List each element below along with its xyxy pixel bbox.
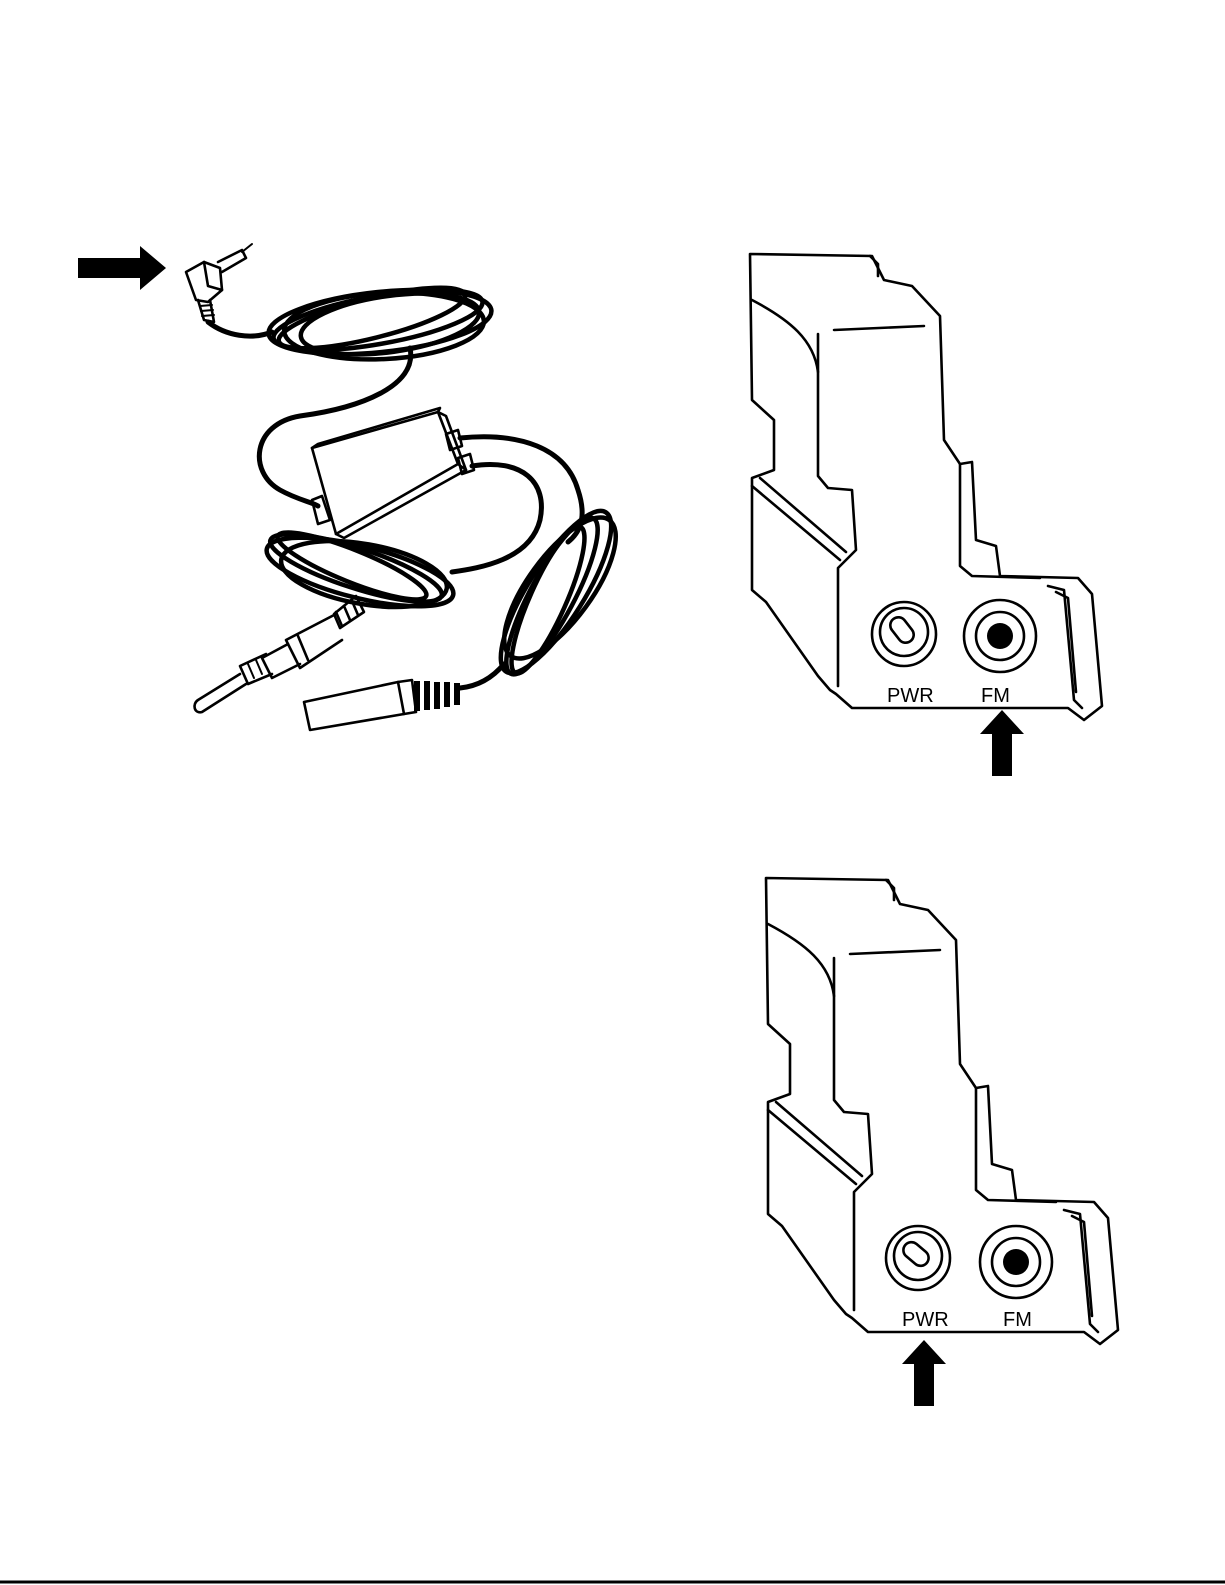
filter-box xyxy=(312,408,474,538)
device-fm-highlight: PWR FM xyxy=(750,254,1102,776)
antenna-female-connector xyxy=(304,680,460,730)
device-housing xyxy=(766,878,1118,1344)
arrow-right-icon xyxy=(78,246,166,290)
fm-port xyxy=(964,600,1036,672)
arrow-up-icon xyxy=(902,1340,946,1406)
fm-port xyxy=(980,1226,1052,1298)
plug-icon xyxy=(186,244,252,322)
pwr-port xyxy=(872,602,936,666)
fm-label: FM xyxy=(1003,1309,1032,1331)
fm-label: FM xyxy=(981,685,1010,707)
fm-transmitter-cable-icon xyxy=(195,275,636,730)
arrow-up-icon xyxy=(980,710,1024,776)
device-pwr-highlight: PWR FM xyxy=(766,878,1118,1406)
pwr-label: PWR xyxy=(902,1309,949,1331)
pwr-label: PWR xyxy=(887,685,934,707)
device-housing xyxy=(750,254,1102,720)
pwr-port xyxy=(886,1226,950,1290)
antenna-cable-illustration xyxy=(78,244,635,730)
